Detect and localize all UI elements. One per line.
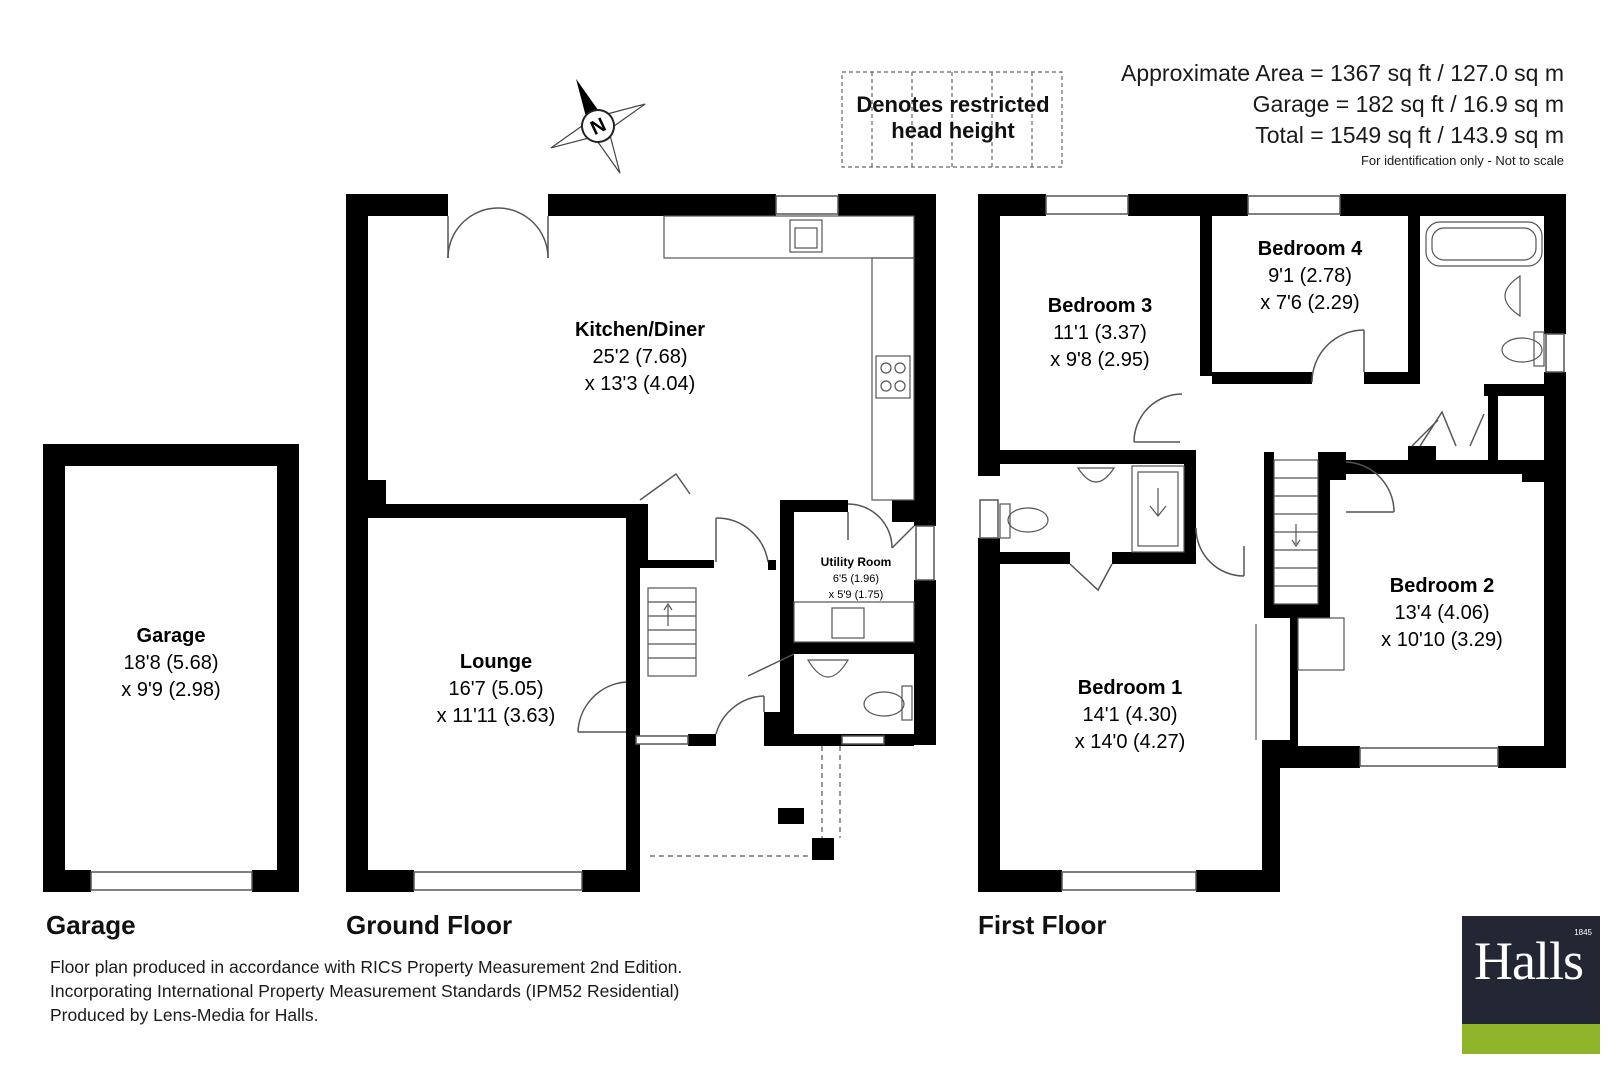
compass-rose-icon: N [550,78,646,174]
ground-floor-label: Ground Floor [346,910,513,940]
legend-line-2: head height [891,118,1015,143]
garage-walls [43,444,299,892]
legend-text: Denotes restricted head height [842,92,1064,144]
utility-room-dim1: 6'5 (1.96) [833,573,879,585]
kitchen-room-name: Kitchen/Diner [575,319,705,341]
first-floor-walls [978,194,1566,892]
garage-room-dim1: 18'8 (5.68) [124,652,219,674]
bedroom4-room-name: Bedroom 4 [1258,238,1363,260]
first-floor-label: First Floor [978,910,1107,940]
logo-wordmark: Halls [1474,931,1584,991]
bedroom3-room-name: Bedroom 3 [1048,295,1152,317]
garage-room-dim2: x 9'9 (2.98) [121,679,220,701]
bedroom2-room-name: Bedroom 2 [1390,575,1494,597]
bedroom1-room-name: Bedroom 1 [1078,677,1182,699]
kitchen-room-dim2: x 13'3 (4.04) [585,373,696,395]
logo-year: 1845 [1574,928,1592,937]
utility-room-name: Utility Room [821,555,892,569]
bedroom4-room-dim1: 9'1 (2.78) [1268,265,1352,287]
first-floor-fixtures [999,221,1545,740]
measurement-footnote: Floor plan produced in accordance with R… [50,957,683,1025]
garage-door [90,871,253,891]
lounge-room-dim2: x 11'11 (3.63) [437,705,556,727]
porch-outline [650,746,841,857]
approximate-area: Approximate Area = 1367 sq ft / 127.0 sq… [1120,60,1564,86]
bedroom2-room-dim1: 13'4 (4.06) [1395,602,1490,624]
lounge-room-dim1: 16'7 (5.05) [449,678,544,700]
area-summary: Approximate Area = 1367 sq ft / 127.0 sq… [1121,58,1564,171]
ground-floor-windows [413,195,935,891]
ground-floor-walls [346,194,936,892]
bedroom3-room-dim1: 11'1 (3.37) [1053,322,1147,344]
kitchen-fixtures [647,215,915,721]
utility-room-dim2: x 5'9 (1.75) [829,589,884,601]
garage-room-name: Garage [137,625,206,647]
restricted-head-height-legend: Denotes restricted head height [842,72,1064,167]
bedroom2-room-dim2: x 10'10 (3.29) [1381,629,1503,651]
first-floor-doors [1069,329,1485,592]
bedroom3-room-dim2: x 9'8 (2.95) [1050,349,1149,371]
bedroom1-room-dim1: 14'1 (4.30) [1083,704,1178,726]
identification-note: For identification only - Not to scale [1360,153,1564,168]
legend-line-1: Denotes restricted [856,92,1050,117]
first-floor-windows [979,195,1565,891]
bedroom4-room-dim2: x 7'6 (2.29) [1260,292,1359,314]
room-labels: Garage 18'8 (5.68) x 9'9 (2.98) Kitchen/… [121,238,1503,753]
lounge-room-name: Lounge [460,651,532,673]
kitchen-room-dim1: 25'2 (7.68) [593,346,688,368]
garage-floor-label: Garage [46,910,136,940]
logo-accent-bar [1462,1024,1600,1054]
halls-logo: Halls 1845 [1462,916,1600,1054]
garage-area: Garage = 182 sq ft / 16.9 sq m [1252,91,1564,117]
ground-floor-doors [447,207,915,735]
total-area: Total = 1549 sq ft / 143.9 sq m [1255,122,1564,148]
bedroom1-room-dim2: x 14'0 (4.27) [1075,731,1186,753]
restricted-head-height-legend-box [841,71,1063,168]
porch-pillar [788,808,804,824]
